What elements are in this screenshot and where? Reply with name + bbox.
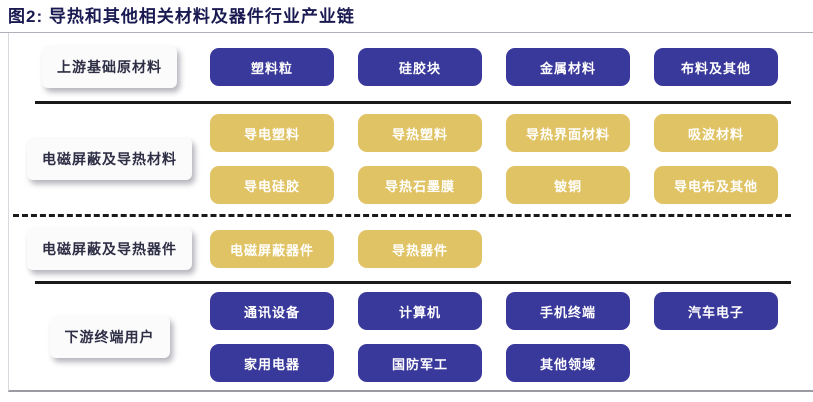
tier-upstream-raw-materials: 上游基础原材料 塑料粒 硅胶块 金属材料 布料及其他: [9, 33, 813, 101]
diagram-canvas: 上游基础原材料 塑料粒 硅胶块 金属材料 布料及其他 电磁屏蔽及导热材料 导电塑…: [8, 33, 813, 392]
node-grid: 导电塑料 导热塑料 导热界面材料 吸波材料: [210, 114, 802, 152]
tier-label-devices: 电磁屏蔽及导热器件: [27, 228, 192, 270]
chain-node-plastic-pellets: 塑料粒: [210, 48, 334, 86]
tier-label-upstream: 上游基础原材料: [42, 46, 177, 88]
chain-node-wave-absorbing-material: 吸波材料: [654, 114, 778, 152]
chain-node-beryllium-copper: 铍铜: [506, 166, 630, 204]
chain-node-mobile-terminals: 手机终端: [506, 292, 630, 330]
chain-node-conductive-cloth-and-others: 导电布及其他: [654, 166, 778, 204]
chain-node-computers: 计算机: [358, 292, 482, 330]
chain-node-conductive-silicone: 导电硅胶: [210, 166, 334, 204]
chain-node-thermal-plastic: 导热塑料: [358, 114, 482, 152]
tier-label-column: 电磁屏蔽及导热材料: [9, 138, 210, 180]
chain-node-thermal-graphite-film: 导热石墨膜: [358, 166, 482, 204]
node-grid: 电磁屏蔽器件 导热器件: [210, 230, 802, 268]
tier-label-column: 下游终端用户: [9, 316, 210, 358]
chain-node-silicone-block: 硅胶块: [358, 48, 482, 86]
chain-node-metal-materials: 金属材料: [506, 48, 630, 86]
chain-node-thermal-interface-material: 导热界面材料: [506, 114, 630, 152]
chain-node-communication-equipment: 通讯设备: [210, 292, 334, 330]
node-grid: 通讯设备 计算机 手机终端 汽车电子: [210, 292, 802, 330]
tier-label-materials: 电磁屏蔽及导热材料: [27, 138, 192, 180]
tier-downstream-end-users: 下游终端用户 通讯设备 计算机 手机终端 汽车电子 家用电器 国防军工 其他领域: [9, 284, 813, 390]
chain-node-fabric-and-others: 布料及其他: [654, 48, 778, 86]
node-grid: 导电硅胶 导热石墨膜 铍铜 导电布及其他: [210, 166, 802, 204]
node-grid: 塑料粒 硅胶块 金属材料 布料及其他: [210, 48, 802, 86]
tier-shielding-thermal-materials: 电磁屏蔽及导热材料 导电塑料 导热塑料 导热界面材料 吸波材料 导电硅胶 导热石…: [9, 104, 813, 214]
chain-node-other-fields: 其他领域: [506, 344, 630, 382]
tier-label-downstream: 下游终端用户: [49, 316, 170, 358]
tier-label-column: 电磁屏蔽及导热器件: [9, 228, 210, 270]
node-grid: 家用电器 国防军工 其他领域: [210, 344, 802, 382]
chain-node-automotive-electronics: 汽车电子: [654, 292, 778, 330]
tier-shielding-thermal-devices: 电磁屏蔽及导热器件 电磁屏蔽器件 导热器件: [9, 217, 813, 281]
chain-node-emi-shielding-devices: 电磁屏蔽器件: [210, 230, 334, 268]
chain-node-home-appliances: 家用电器: [210, 344, 334, 382]
chain-node-conductive-plastic: 导电塑料: [210, 114, 334, 152]
separator-dashed-middle: [13, 214, 791, 217]
chain-node-defense-military: 国防军工: [358, 344, 482, 382]
tier-label-column: 上游基础原材料: [9, 46, 210, 88]
figure-title: 图2: 导热和其他相关材料及器件行业产业链: [0, 0, 813, 33]
chain-node-thermal-devices: 导热器件: [358, 230, 482, 268]
separator-solid-top: [35, 101, 791, 104]
separator-solid-bottom: [35, 281, 791, 284]
